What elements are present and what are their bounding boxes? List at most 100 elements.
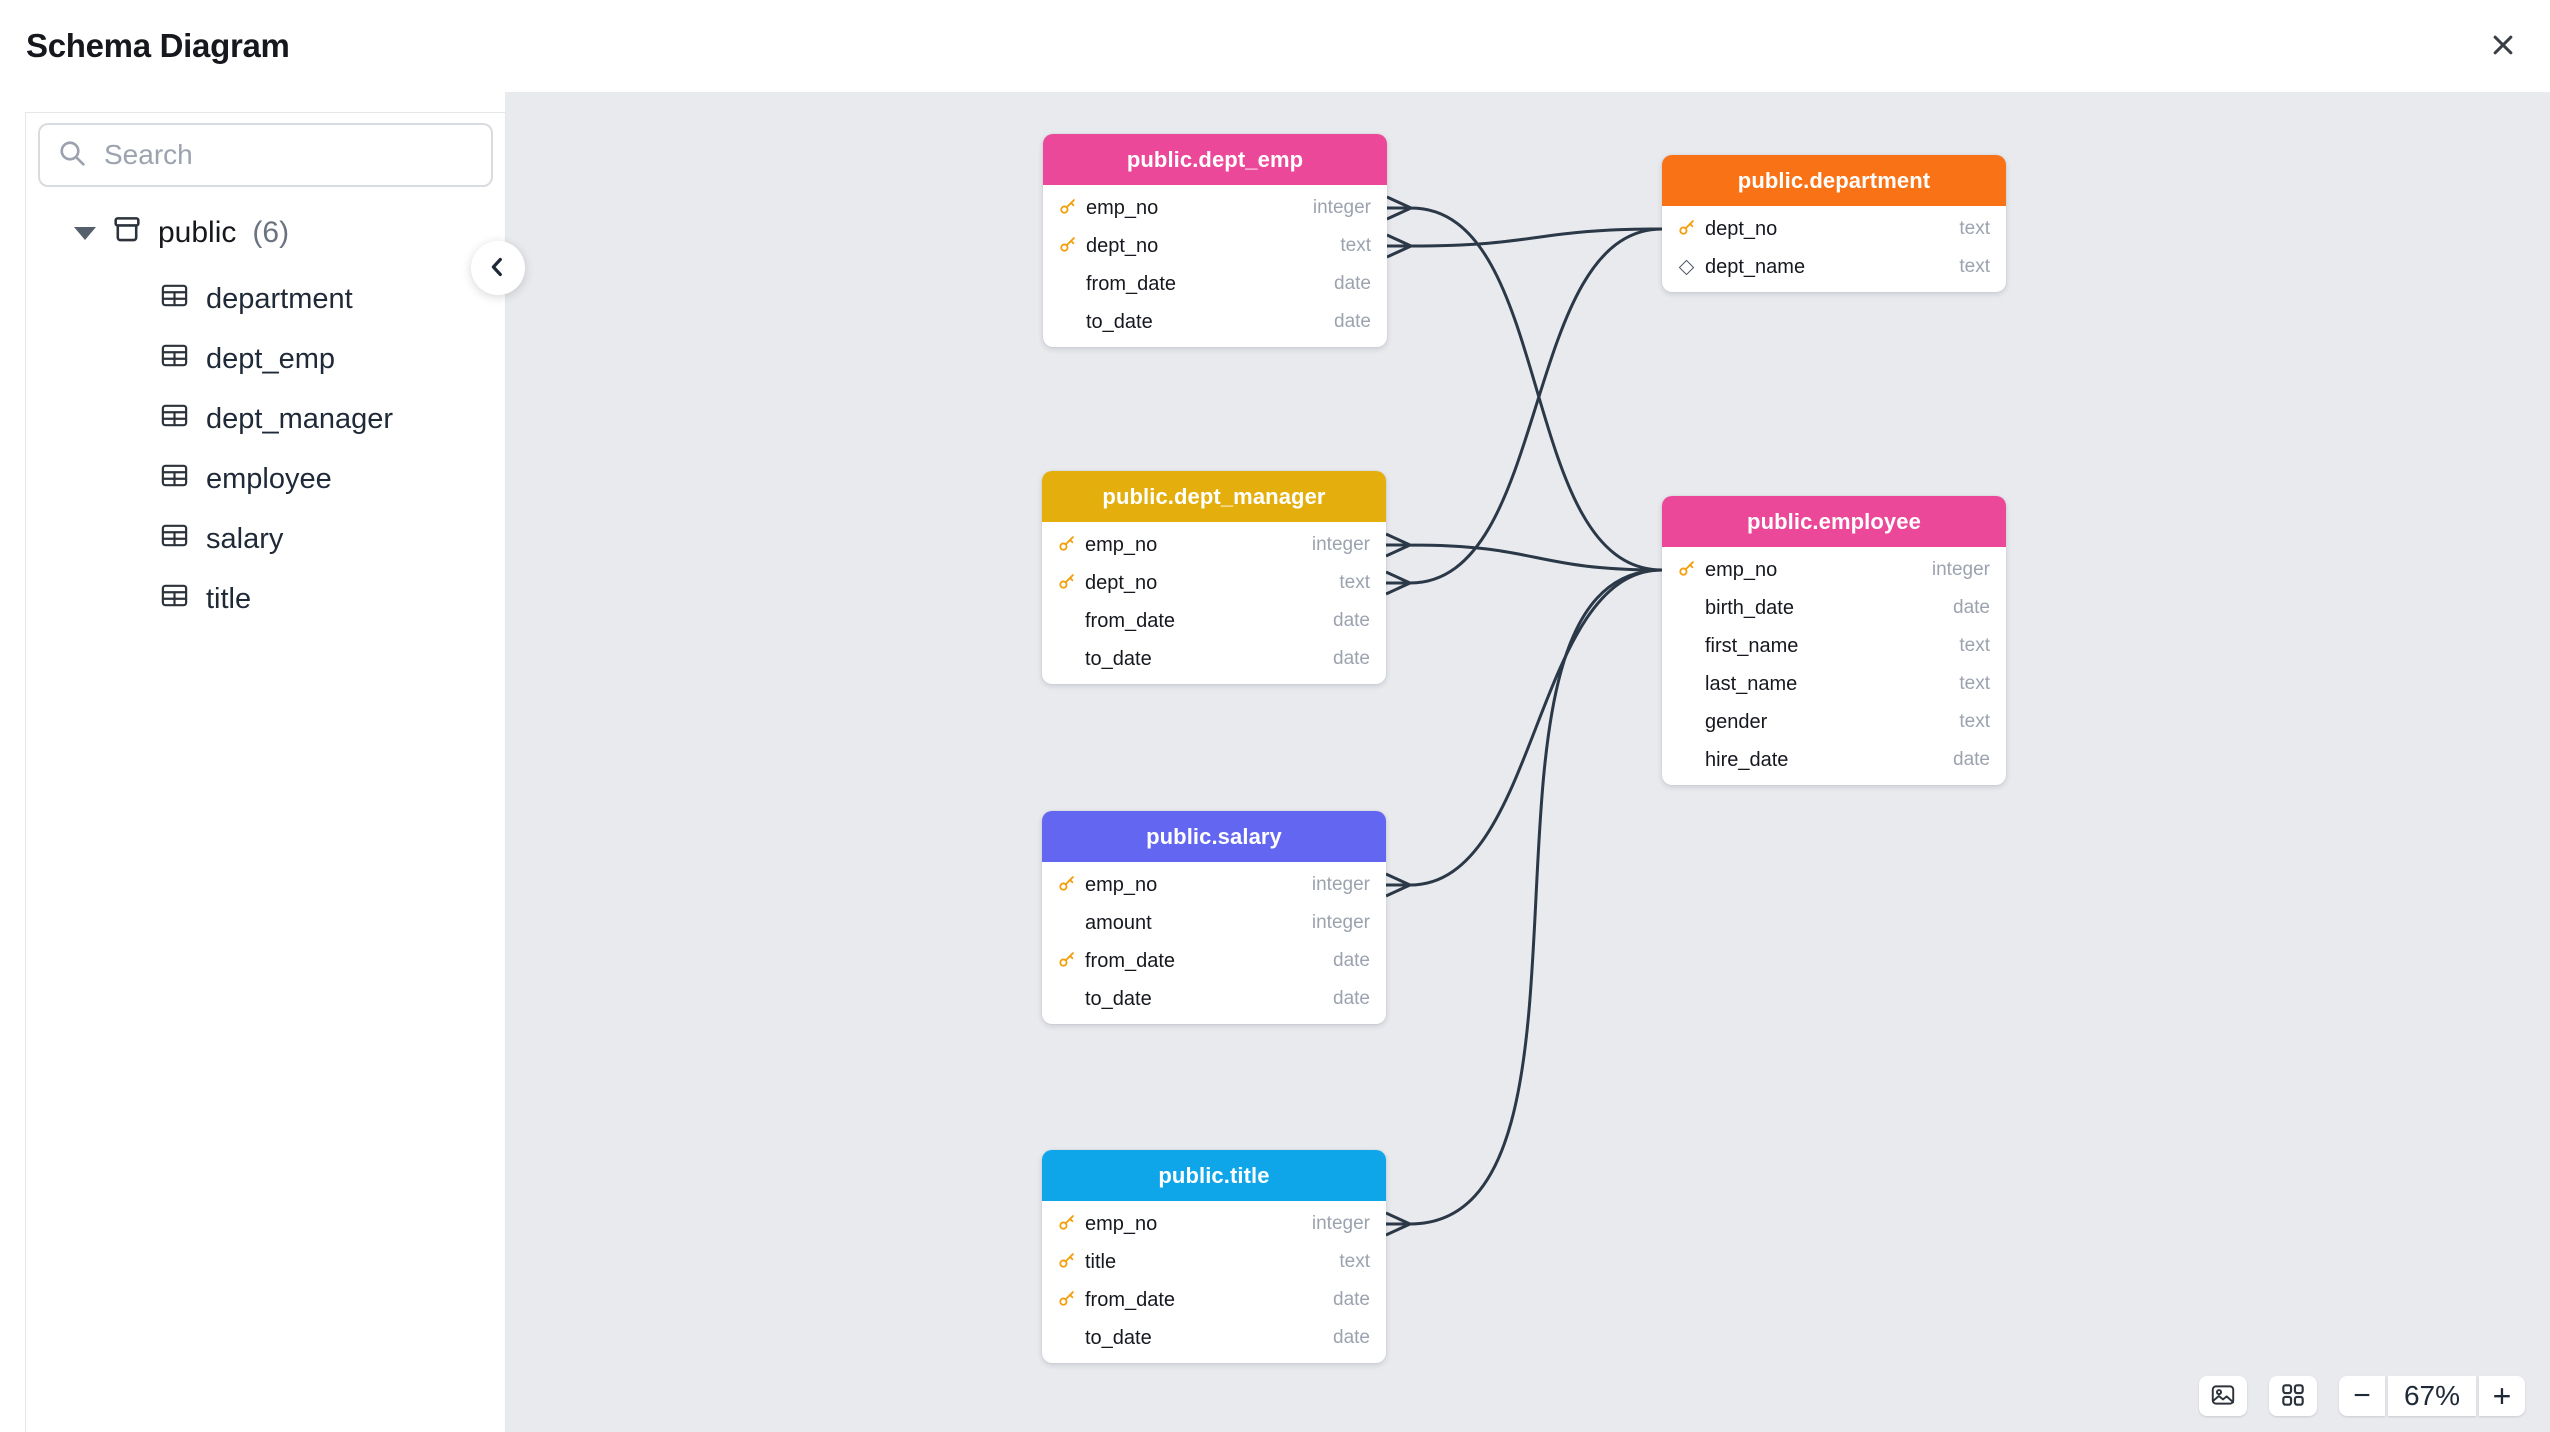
column-type: integer <box>1311 874 1370 895</box>
zoom-level: 67% <box>2388 1376 2476 1416</box>
sidebar-panel: public (6) department dept_emp dept_manage… <box>25 112 506 1432</box>
tree-item-table-title[interactable]: title <box>26 569 505 629</box>
column-name: emp_no <box>1705 558 1778 581</box>
column-type: date <box>1953 749 1990 770</box>
column-type: date <box>1333 648 1370 669</box>
zoom-out-button[interactable]: − <box>2339 1376 2385 1416</box>
primary-key-icon <box>1058 1213 1076 1236</box>
table-label: title <box>206 582 252 615</box>
column-name: to_date <box>1086 310 1153 333</box>
tree-item-table-dept_manager[interactable]: dept_manager <box>26 389 505 449</box>
tree-item-table-dept_emp[interactable]: dept_emp <box>26 329 505 389</box>
column-name: dept_no <box>1705 217 1778 240</box>
column-name: from_date <box>1086 272 1177 295</box>
image-icon <box>2209 1381 2237 1412</box>
column-name: dept_no <box>1086 234 1159 257</box>
column-type: date <box>1334 273 1371 294</box>
primary-key-icon <box>1058 1251 1076 1274</box>
table-icon <box>159 460 190 499</box>
table-label: employee <box>206 462 332 495</box>
zoom-in-button[interactable]: + <box>2479 1376 2525 1416</box>
schema-table-count: (6) <box>252 216 290 249</box>
relationship-edge-dept_manager.dept_no-department.dept_no <box>1385 227 1663 596</box>
tree-item-table-department[interactable]: department <box>26 269 505 329</box>
table-icon <box>159 400 190 439</box>
search-input[interactable] <box>102 138 475 172</box>
export-image-button[interactable] <box>2199 1376 2247 1416</box>
table-icon <box>159 580 190 619</box>
table-node-title: public.salary <box>1042 811 1386 862</box>
column-type: date <box>1333 988 1370 1009</box>
tree-item-table-employee[interactable]: employee <box>26 449 505 509</box>
primary-key-icon <box>1678 559 1696 582</box>
table-icon <box>159 340 190 379</box>
primary-key-icon <box>1058 874 1076 897</box>
close-button[interactable] <box>2482 24 2524 69</box>
column-type: date <box>1333 610 1370 631</box>
table-label: salary <box>206 522 284 555</box>
column-row-from_date: from_date date <box>1043 265 1387 303</box>
table-label: dept_emp <box>206 342 335 375</box>
primary-key-icon <box>1058 572 1076 595</box>
column-type: text <box>1340 235 1371 256</box>
schema-label: public <box>158 216 237 249</box>
table-node-title: public.dept_manager <box>1042 471 1386 522</box>
sidebar-collapse-button[interactable] <box>471 241 525 295</box>
column-row-hire_date: hire_date date <box>1662 741 2006 779</box>
auto-layout-button[interactable] <box>2269 1376 2317 1416</box>
zoom-control: − 67% + <box>2339 1376 2525 1416</box>
column-type: date <box>1334 311 1371 332</box>
caret-down-icon[interactable] <box>74 226 96 240</box>
primary-key-icon <box>1058 950 1076 973</box>
column-name: hire_date <box>1705 748 1789 771</box>
column-name: emp_no <box>1085 1212 1158 1235</box>
primary-key-icon <box>1058 1289 1076 1312</box>
relationship-edge-salary.emp_no-employee.emp_no <box>1385 568 1663 898</box>
column-type: integer <box>1312 197 1371 218</box>
column-name: to_date <box>1085 647 1152 670</box>
close-icon <box>2486 28 2520 65</box>
search-box <box>38 123 493 187</box>
column-type: text <box>1339 572 1370 593</box>
relationship-edge-dept_emp.dept_no-department.dept_no <box>1386 227 1663 259</box>
nullable-diamond-icon <box>1678 259 1695 275</box>
column-type: integer <box>1311 1213 1370 1234</box>
column-type: integer <box>1311 534 1370 555</box>
relationship-edges <box>1385 195 1663 1237</box>
chevron-left-icon <box>483 252 513 285</box>
column-name: from_date <box>1085 949 1176 972</box>
primary-key-icon <box>1059 235 1077 258</box>
table-node-title: public.dept_emp <box>1043 134 1387 185</box>
schema-tree: public (6) department dept_emp dept_manage… <box>26 187 505 629</box>
table-icon <box>159 520 190 559</box>
tree-item-schema-public[interactable]: public (6) <box>26 203 505 263</box>
relationship-edge-dept_emp.emp_no-employee.emp_no <box>1386 195 1663 572</box>
column-name: title <box>1085 1250 1117 1273</box>
column-type: date <box>1333 1289 1370 1310</box>
table-label: department <box>206 282 353 315</box>
column-type: date <box>1953 597 1990 618</box>
tree-item-table-salary[interactable]: salary <box>26 509 505 569</box>
